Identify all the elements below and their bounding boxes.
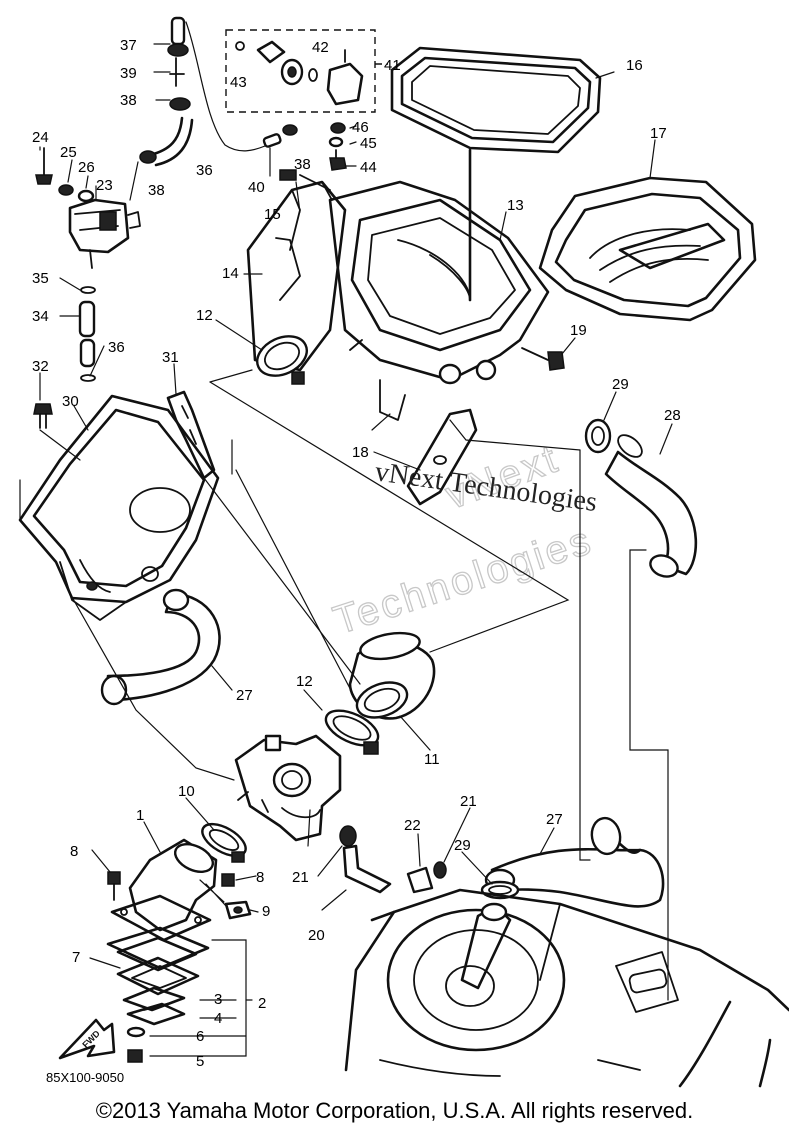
- label-23: 23: [96, 177, 113, 194]
- engine-crankcase: [344, 888, 789, 1088]
- part-31-joint: [584, 418, 612, 454]
- copyright-notice: ©2013 Yamaha Motor Corporation, U.S.A. A…: [95, 1098, 694, 1123]
- label-12-upper: 12: [196, 307, 213, 324]
- label-17: 17: [650, 125, 667, 142]
- label-24: 24: [32, 129, 49, 146]
- label-35: 34: [32, 308, 49, 325]
- label-21-left: 21: [292, 869, 309, 886]
- label-38-a: 37: [120, 37, 137, 54]
- part-9-bracket: [224, 900, 252, 920]
- label-28: 29: [454, 837, 471, 854]
- label-12-lower: 12: [296, 673, 313, 690]
- label-44: 44: [360, 159, 377, 176]
- part-16-gasket: [390, 46, 602, 154]
- part-35-hose: [78, 300, 96, 368]
- label-16: 16: [626, 57, 643, 74]
- label-38-c: 38: [148, 182, 165, 199]
- label-43: 43: [230, 74, 247, 91]
- label-33: 31: [162, 349, 179, 366]
- part-44-45-46-fasteners: [328, 122, 347, 171]
- label-20: 20: [308, 927, 325, 944]
- assembly-lines: [19, 369, 669, 1057]
- label-2: 2: [258, 995, 266, 1012]
- part-1-manifold: [110, 838, 218, 942]
- part-18-gasket-plate: [406, 408, 478, 506]
- label-39: 39: [120, 65, 137, 82]
- part-2-reed-valve-assembly: [106, 926, 210, 1026]
- label-8-right: 8: [256, 869, 264, 886]
- label-45: 45: [360, 135, 377, 152]
- label-10: 10: [178, 783, 195, 800]
- label-42: 42: [312, 39, 329, 56]
- label-18: 18: [352, 444, 369, 461]
- part-30-intake-duct: [604, 434, 698, 578]
- label-6: 6: [196, 1028, 204, 1045]
- label-46: 46: [352, 119, 369, 136]
- label-11: 11: [424, 751, 440, 768]
- part-22-grommet: [406, 866, 434, 894]
- part-13-case-body: [328, 148, 550, 421]
- label-38-b: 38: [120, 92, 137, 109]
- label-27: 27: [546, 811, 563, 828]
- label-40: 40: [248, 179, 265, 196]
- part-number-labels: 37 39 38 24 25 26 23 38 36 35 34 36 32 3…: [32, 37, 681, 1085]
- leader-lines: [39, 43, 673, 969]
- part-28-clamp: [480, 880, 520, 900]
- part-24-bolt: [35, 147, 53, 185]
- part-21-clips: [339, 825, 447, 879]
- label-1: 1: [136, 807, 144, 824]
- label-19: 19: [570, 322, 587, 339]
- label-25: 25: [60, 144, 77, 161]
- part-20-hose: [342, 844, 392, 894]
- part-34-drain-plug: [33, 403, 53, 429]
- part-17-case-cap: [538, 176, 757, 322]
- part-10-clamp: [201, 822, 247, 863]
- carburetor: [234, 734, 342, 842]
- label-32: 30: [62, 393, 79, 410]
- label-3: 3: [214, 991, 222, 1008]
- label-36-a: 35: [32, 270, 49, 287]
- part-29-duct: [100, 588, 221, 706]
- label-37: 36: [196, 162, 213, 179]
- part-41-check-valve-kit: [225, 29, 388, 113]
- label-5: 5: [196, 1053, 204, 1070]
- label-41: 41: [384, 57, 401, 74]
- part-36-clips: [80, 286, 96, 382]
- part-8-bolts: [107, 871, 235, 901]
- label-31: 29: [612, 376, 629, 393]
- label-26: 26: [78, 159, 95, 176]
- label-7: 7: [72, 949, 80, 966]
- part-25-washer: [58, 184, 74, 196]
- part-11-joint: [348, 631, 436, 720]
- label-14: 14: [222, 265, 239, 282]
- part-6-5-screws-washers: [126, 1026, 146, 1063]
- label-13: 13: [507, 197, 524, 214]
- fwd-arrow: FWD: [58, 1018, 116, 1060]
- part-23-valve-assembly: [68, 198, 141, 269]
- part-12-lower-clamp: [324, 709, 380, 755]
- label-21-right: 21: [460, 793, 477, 810]
- label-9: 9: [262, 903, 270, 920]
- diagram-code: 85X100-9050: [46, 1070, 124, 1085]
- label-30: 28: [664, 407, 681, 424]
- label-36-b: 36: [108, 339, 125, 356]
- label-22: 22: [404, 817, 421, 834]
- part-32-resonator-box: [18, 394, 220, 621]
- part-19-bolt: [521, 347, 565, 371]
- part-37-38-39-hoses: [129, 16, 298, 201]
- label-34: 32: [32, 358, 49, 375]
- label-38-d: 38: [294, 156, 311, 173]
- label-8-left: 8: [70, 843, 78, 860]
- part-26-washer: [77, 189, 95, 203]
- label-15: 15: [264, 206, 281, 223]
- label-4: 4: [214, 1010, 222, 1027]
- label-29: 27: [236, 687, 253, 704]
- part-12-upper-clamp: [256, 335, 308, 385]
